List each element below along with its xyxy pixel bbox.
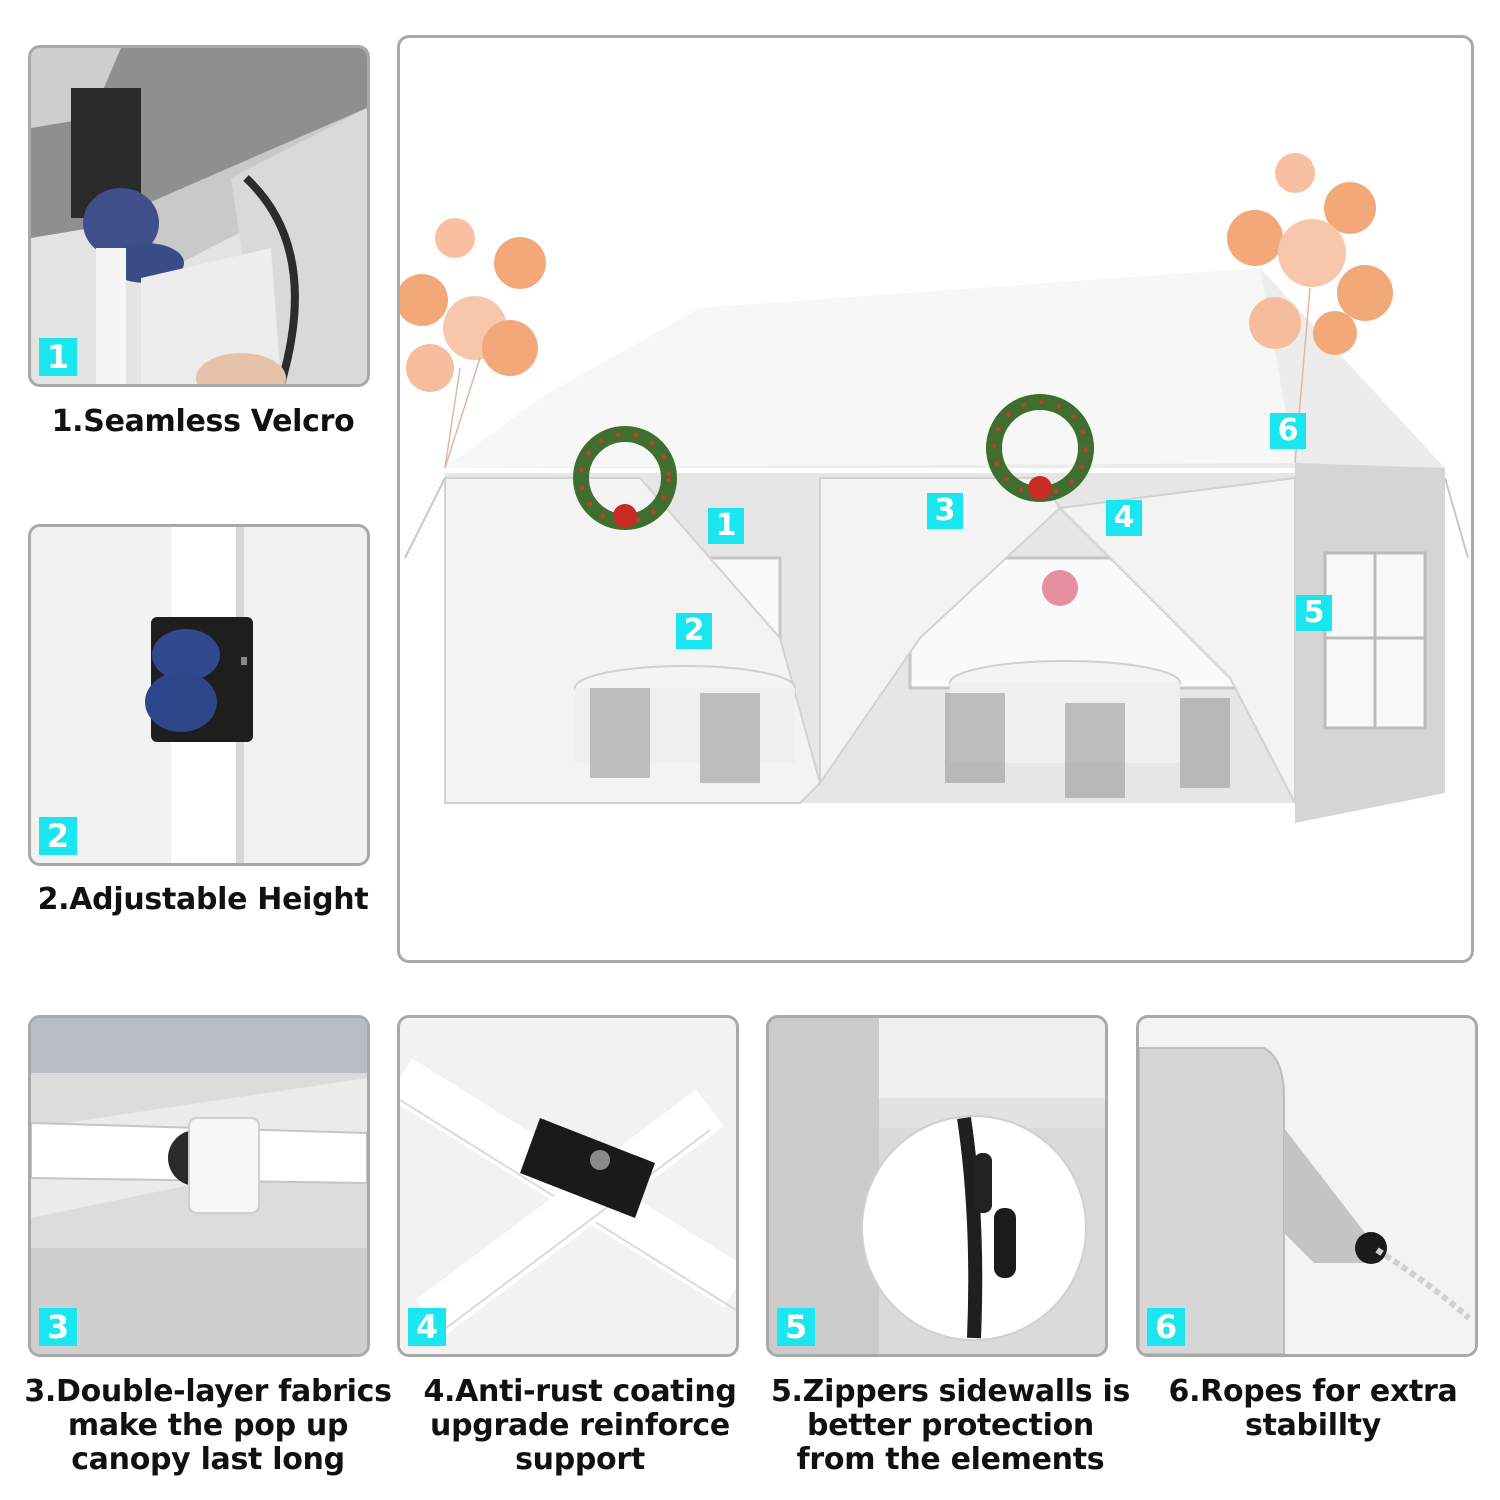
badge-6: 6 <box>1147 1308 1185 1346</box>
tent-marker-4: 4 <box>1106 500 1142 536</box>
rope-corner-image <box>1139 1018 1475 1354</box>
tent-marker-5: 5 <box>1296 595 1332 631</box>
caption-ropes: 6.Ropes for extra stabillty <box>1128 1375 1498 1443</box>
caption-line: upgrade reinforce <box>430 1408 730 1443</box>
caption-velcro: 1.Seamless Velcro <box>51 404 355 439</box>
tent-marker-1: 1 <box>708 508 744 544</box>
badge-4: 4 <box>408 1308 446 1346</box>
caption-line: from the elements <box>796 1442 1105 1477</box>
anti-rust-joint-image <box>400 1018 736 1354</box>
caption-line: 4.Anti-rust coating <box>423 1374 737 1409</box>
feature-panel-zippers: 5 <box>766 1015 1108 1357</box>
caption-line: 5.Zippers sidewalls is <box>770 1374 1131 1409</box>
caption-line: canopy last long <box>71 1442 345 1477</box>
caption-line: 6.Ropes for extra <box>1168 1374 1458 1409</box>
badge-3: 3 <box>39 1308 77 1346</box>
badge-5: 5 <box>777 1308 815 1346</box>
height-lock-image <box>31 527 367 863</box>
tent-marker-6: 6 <box>1270 413 1306 449</box>
feature-panel-velcro: 1 <box>28 45 370 387</box>
caption-line: make the pop up <box>67 1408 349 1443</box>
double-layer-image <box>31 1018 367 1354</box>
main-tent-panel: 1 2 3 4 5 6 <box>397 35 1474 963</box>
caption-height: 2.Adjustable Height <box>37 882 369 917</box>
feature-panel-ropes: 6 <box>1136 1015 1478 1357</box>
caption-line: 3.Double-layer fabrics <box>24 1374 392 1409</box>
caption-anti-rust: 4.Anti-rust coating upgrade reinforce su… <box>395 1375 765 1477</box>
tent-scene-image <box>400 153 1469 823</box>
caption-line: better protection <box>807 1408 1094 1443</box>
caption-double-layer: 3.Double-layer fabrics make the pop up c… <box>18 1375 398 1477</box>
badge-1: 1 <box>39 338 77 376</box>
tent-marker-3: 3 <box>927 493 963 529</box>
feature-panel-height: 2 <box>28 524 370 866</box>
feature-panel-anti-rust: 4 <box>397 1015 739 1357</box>
caption-zippers: 5.Zippers sidewalls is better protection… <box>758 1375 1143 1477</box>
caption-line: stabillty <box>1245 1408 1381 1443</box>
tent-marker-2: 2 <box>676 613 712 649</box>
caption-line: support <box>515 1442 645 1477</box>
velcro-closeup-image <box>31 48 367 384</box>
feature-panel-double-layer: 3 <box>28 1015 370 1357</box>
zipper-closeup-image <box>769 1018 1105 1354</box>
badge-2: 2 <box>39 817 77 855</box>
